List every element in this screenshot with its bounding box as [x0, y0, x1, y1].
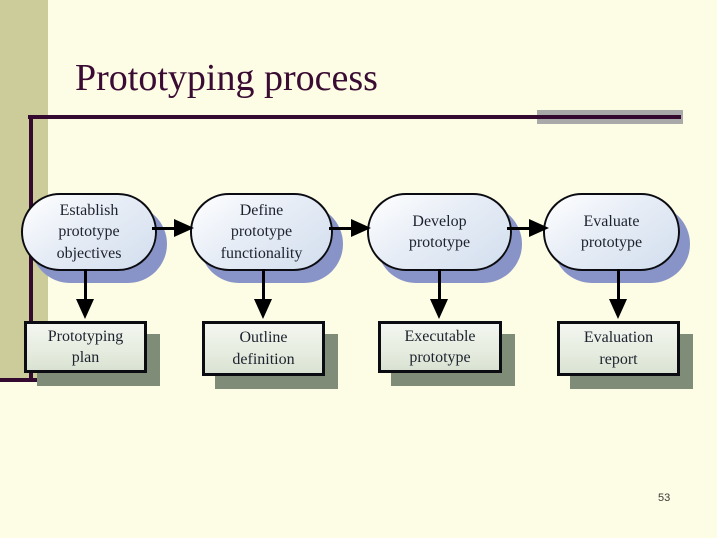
arrow-head-icon	[254, 299, 272, 319]
arrow-shaft	[329, 227, 352, 230]
arrow-head-icon	[529, 219, 549, 237]
stage-label: Evaluate prototype	[580, 212, 643, 251]
stage-label: Establish prototype objectives	[56, 202, 122, 262]
title-underline	[28, 115, 681, 119]
flow-arrow-right-1	[152, 219, 194, 238]
arrow-shaft	[507, 227, 530, 230]
arrow-shaft	[262, 269, 265, 301]
process-column-1: Establish prototype objectives Prototypi…	[21, 193, 171, 377]
arrow-shaft	[617, 269, 620, 301]
arrow-head-icon	[609, 299, 627, 319]
stage-node-evaluate-prototype: Evaluate prototype	[543, 193, 680, 271]
arrow-head-icon	[76, 299, 94, 319]
flow-arrow-right-2	[329, 219, 371, 238]
arrow-head-icon	[430, 299, 448, 319]
stage-node-establish-objectives: Establish prototype objectives	[21, 193, 157, 271]
artifact-node-outline-definition: Outline definition	[202, 321, 325, 376]
artifact-node-evaluation-report: Evaluation report	[557, 321, 680, 376]
stage-node-develop-prototype: Develop prototype	[367, 193, 512, 271]
stage-label: Develop prototype	[408, 212, 471, 251]
arrow-head-icon	[351, 219, 371, 237]
page-number: 53	[658, 492, 671, 504]
left-side-band	[0, 0, 48, 381]
artifact-label: Evaluation report	[583, 329, 654, 368]
process-column-2: Define prototype functionality Outline d…	[190, 193, 340, 377]
arrow-head-icon	[174, 219, 194, 237]
bottom-accent-line	[0, 378, 38, 382]
process-column-3: Develop prototype Executable prototype	[367, 193, 519, 377]
artifact-label: Outline definition	[232, 329, 295, 368]
stage-label: Define prototype functionality	[220, 202, 303, 262]
artifact-label: Prototyping plan	[47, 327, 124, 366]
arrow-shaft	[84, 269, 87, 301]
stage-node-define-functionality: Define prototype functionality	[190, 193, 333, 271]
arrow-shaft	[152, 227, 175, 230]
artifact-node-prototyping-plan: Prototyping plan	[24, 321, 147, 373]
flow-arrow-right-3	[507, 219, 549, 238]
arrow-shaft	[438, 269, 441, 301]
slide-title: Prototyping process	[75, 57, 378, 99]
artifact-node-executable-prototype: Executable prototype	[378, 321, 502, 373]
process-column-4: Evaluate prototype Evaluation report	[543, 193, 693, 377]
artifact-label: Executable prototype	[404, 327, 476, 366]
